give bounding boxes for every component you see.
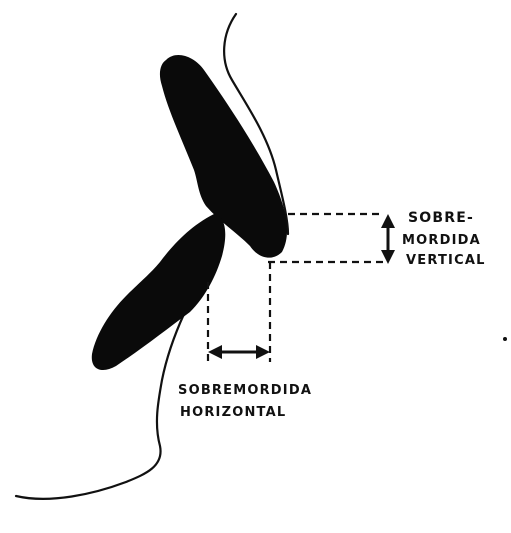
horizontal-overbite-label-line1: SOBREMORDIDA: [178, 383, 312, 398]
horizontal-overbite-arrow: [208, 345, 270, 359]
vertical-overbite-arrow: [381, 214, 395, 264]
vertical-overbite-label-line3: VERTICAL: [406, 253, 486, 268]
vertical-overbite-label-line2: MORDIDA: [402, 233, 481, 248]
horizontal-overbite-label-line2: HORIZONTAL: [180, 405, 286, 420]
stray-mark: [503, 337, 507, 341]
vertical-overbite-label-line1: SOBRE-: [408, 210, 474, 226]
lower-incisor: [92, 214, 225, 370]
